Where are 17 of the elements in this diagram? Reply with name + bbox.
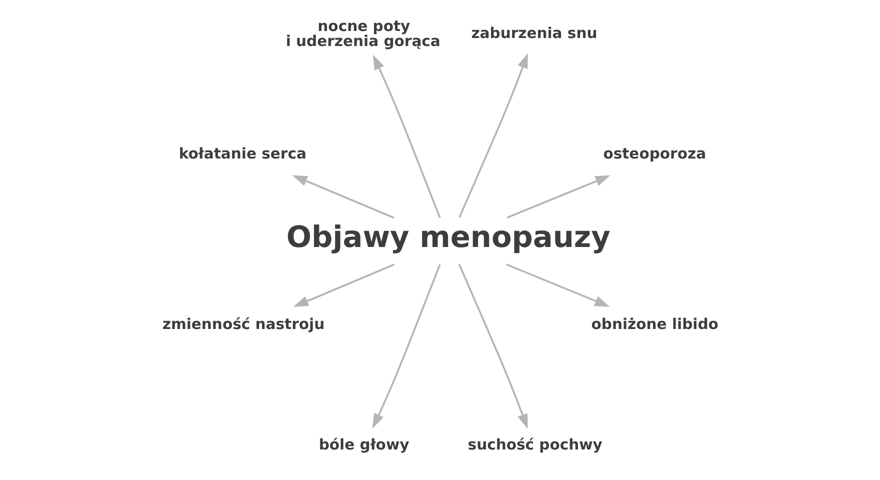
arrow — [506, 263, 610, 306]
arrow — [506, 174, 610, 218]
node-text: obniżone libido — [590, 316, 718, 333]
arrow — [372, 264, 440, 428]
arrow — [458, 52, 528, 218]
node-text: osteoporoza — [602, 145, 706, 162]
node-text: suchość pochwy — [467, 436, 602, 454]
node-text: zaburzenia snu — [470, 24, 597, 42]
arrow — [372, 54, 440, 218]
node-text: nocne poty i uderzenia gorąca — [285, 18, 440, 50]
node-text: bóle głowy — [318, 436, 409, 454]
arrow — [292, 263, 394, 306]
node-text: Objawy menopauzy — [286, 220, 610, 254]
node-text: zmienność nastroju — [162, 316, 324, 333]
node-text: kołatanie serca — [178, 145, 306, 162]
arrow — [292, 174, 394, 218]
arrow — [458, 264, 528, 429]
